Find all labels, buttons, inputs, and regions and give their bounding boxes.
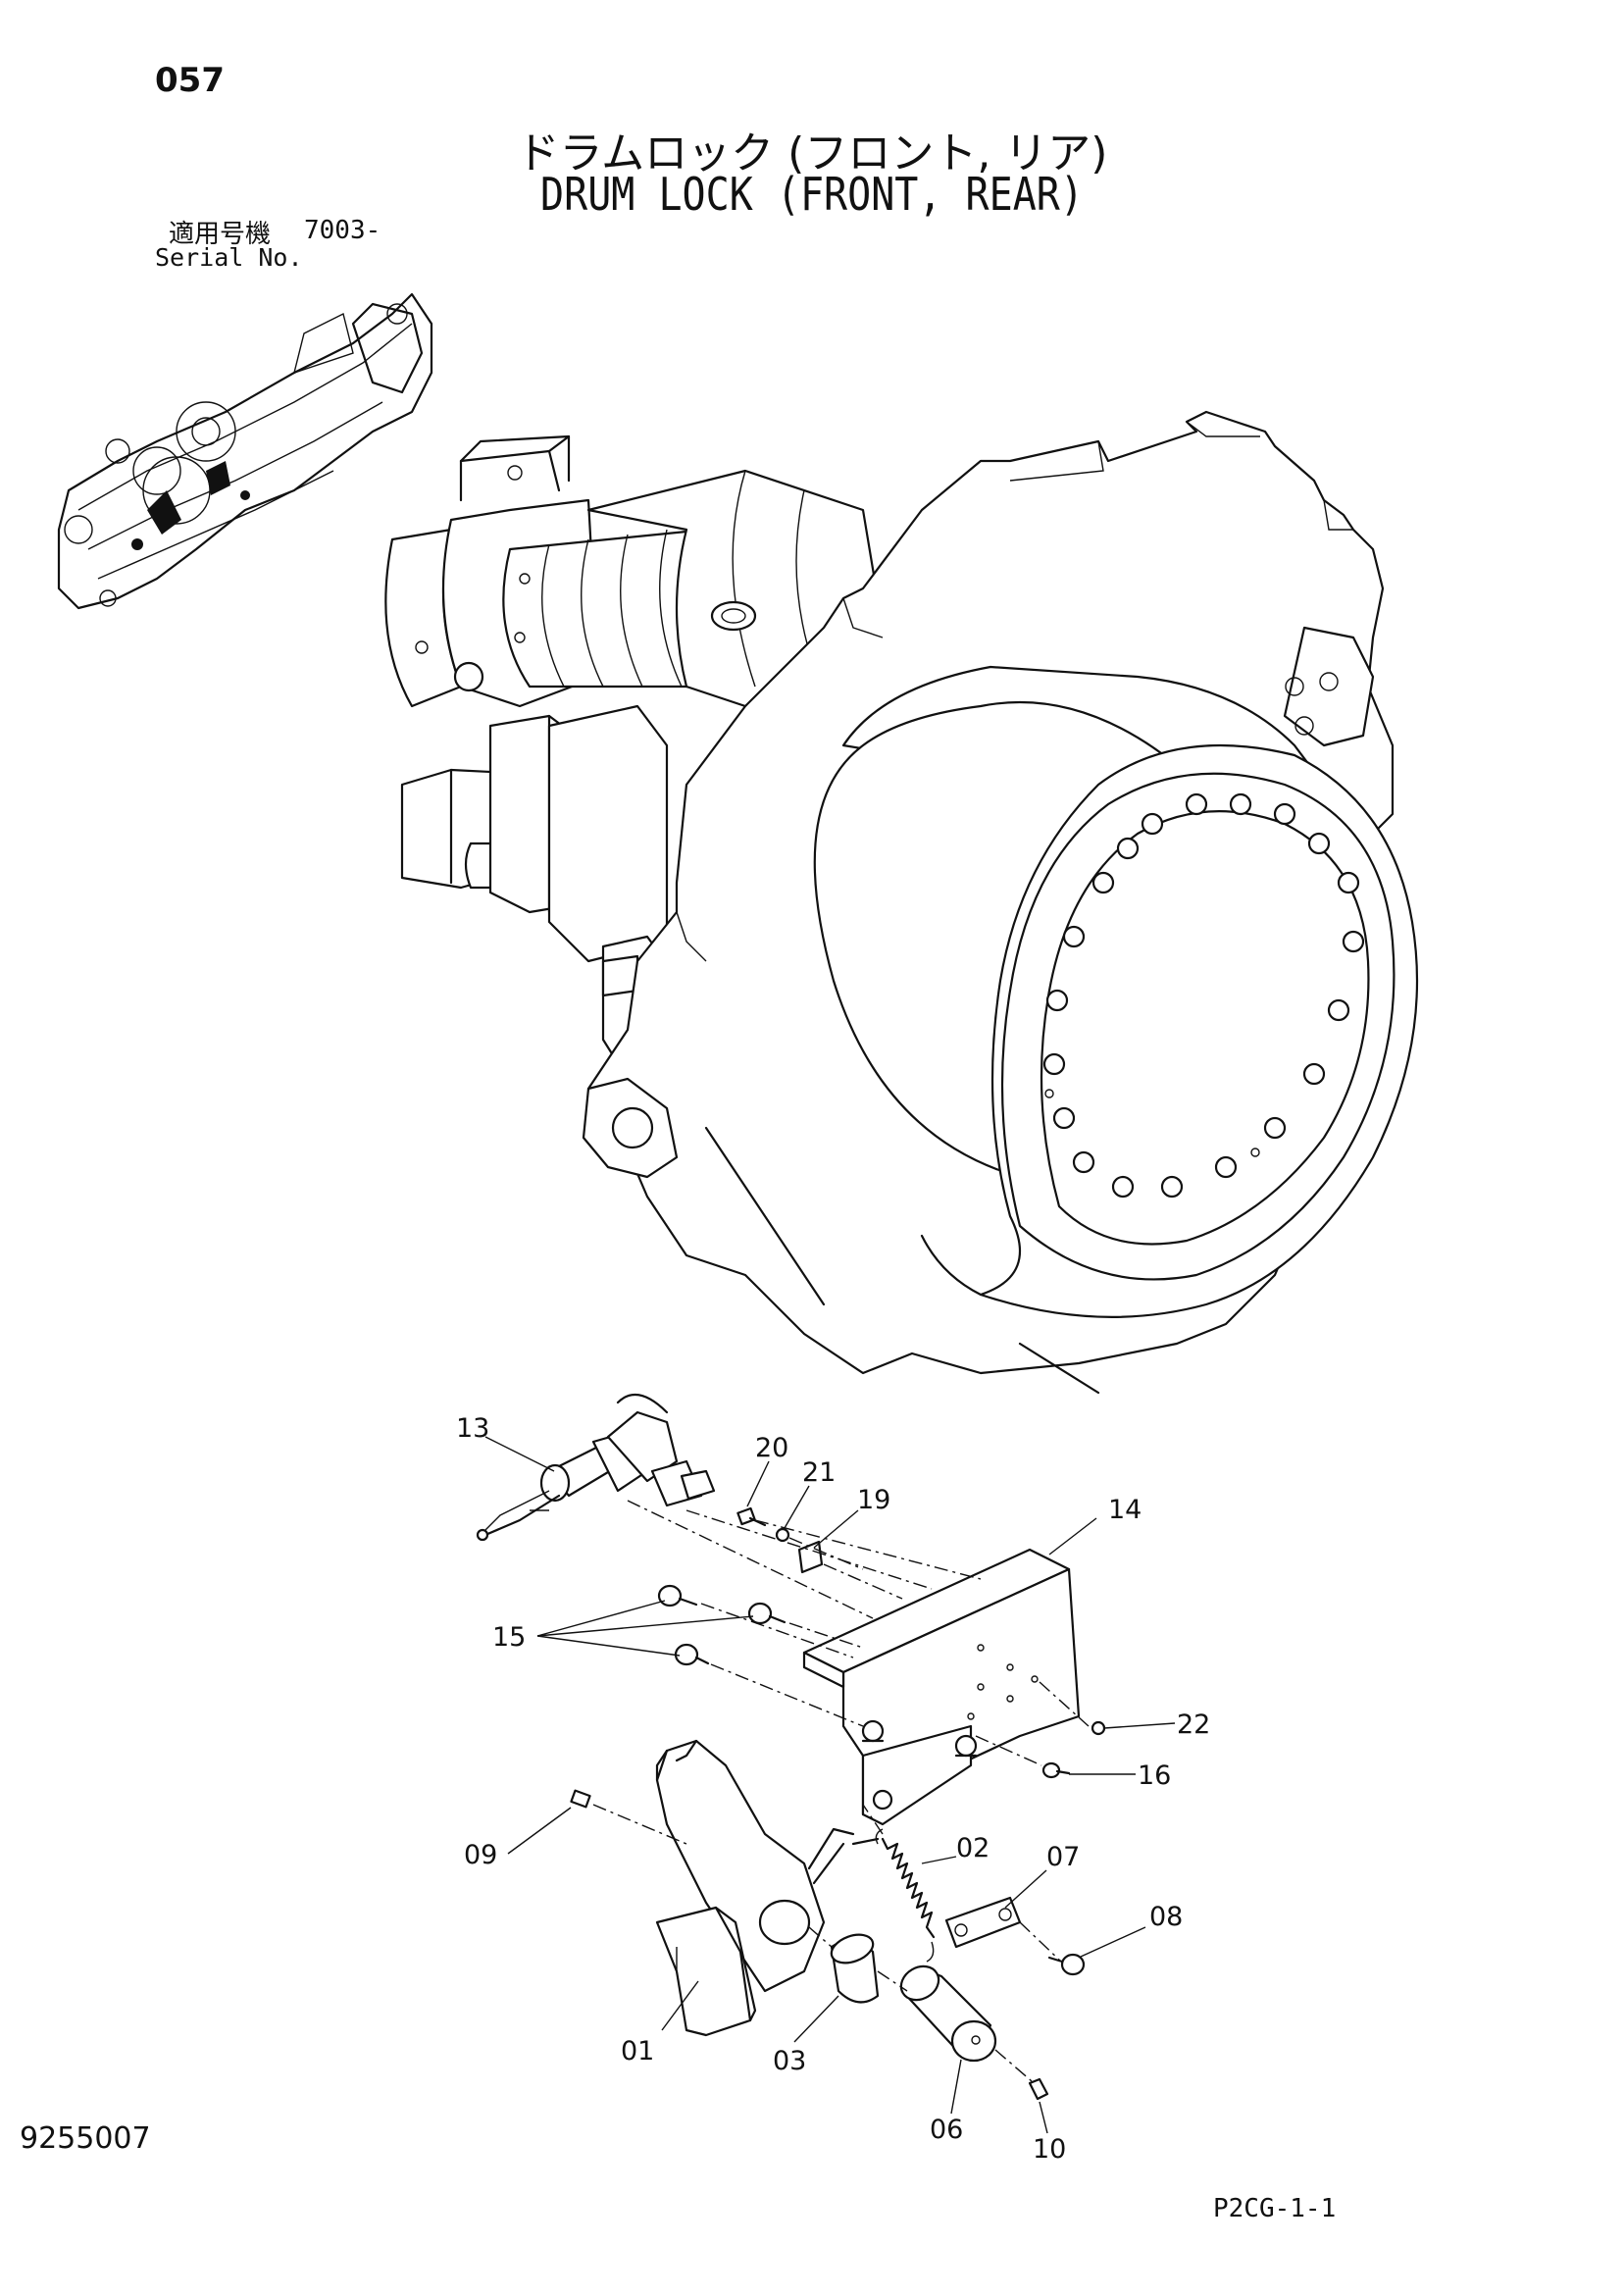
- callout-16: 16: [1138, 1760, 1171, 1791]
- part-19-clip: [797, 1540, 824, 1574]
- part-10-pin: [1028, 2077, 1049, 2101]
- callout-09: 09: [464, 1840, 497, 1870]
- part-15-bolts: [657, 1584, 787, 1666]
- document-code: 9255007: [20, 2121, 151, 2156]
- callout-13: 13: [456, 1413, 489, 1444]
- part-16-bolt: [1041, 1761, 1071, 1779]
- part-21-washer: [775, 1527, 790, 1543]
- callout-01: 01: [621, 2036, 654, 2066]
- serial-range: 7003-: [304, 216, 381, 245]
- title-japanese: ドラムロック (フロント, リア): [516, 128, 1108, 179]
- leader-lines: [484, 1436, 1176, 2134]
- callout-14: 14: [1108, 1495, 1142, 1525]
- serial-label-japanese: 適用号機: [169, 220, 272, 249]
- drum-assembly: [384, 410, 1419, 1395]
- part-06-pin: [899, 1964, 997, 2063]
- serial-label-english: Serial No.: [155, 243, 303, 272]
- callout-22: 22: [1177, 1709, 1210, 1740]
- drum-bolt-ring: [1042, 792, 1365, 1199]
- part-13-drum-lock-actuator: [476, 1393, 716, 1542]
- lock-lever: [655, 1739, 855, 1993]
- callout-10: 10: [1033, 2134, 1066, 2165]
- part-22-nut: [1091, 1720, 1106, 1736]
- assembly-lines: [592, 1500, 1090, 2082]
- callout-19: 19: [857, 1485, 890, 1515]
- callout-07: 07: [1046, 1842, 1080, 1872]
- part-14-bracket: [802, 1548, 1081, 1826]
- machine-locator-thumbnail: [57, 292, 433, 610]
- part-02-spring: [851, 1828, 936, 1963]
- callout-labels: 13 20 21 19 14 15 22 16 09 02 07 08 01 0…: [456, 1413, 1210, 2165]
- part-09-pin: [570, 1789, 591, 1809]
- part-08-bolt: [1047, 1953, 1086, 1976]
- title-english: DRUM LOCK (FRONT, REAR): [540, 169, 1084, 222]
- callout-02: 02: [956, 1833, 990, 1863]
- callout-03: 03: [773, 2046, 806, 2076]
- callout-21: 21: [802, 1457, 836, 1488]
- callout-06: 06: [930, 2115, 963, 2145]
- page-number: 057: [155, 61, 225, 100]
- part-03-bushing: [830, 1933, 880, 2004]
- callout-15: 15: [492, 1622, 526, 1653]
- part-01-guard: [655, 1906, 757, 2037]
- part-20-bolt: [736, 1506, 767, 1527]
- callout-08: 08: [1149, 1902, 1183, 1932]
- callout-20: 20: [755, 1433, 788, 1463]
- page-code: P2CG-1-1: [1213, 2194, 1337, 2223]
